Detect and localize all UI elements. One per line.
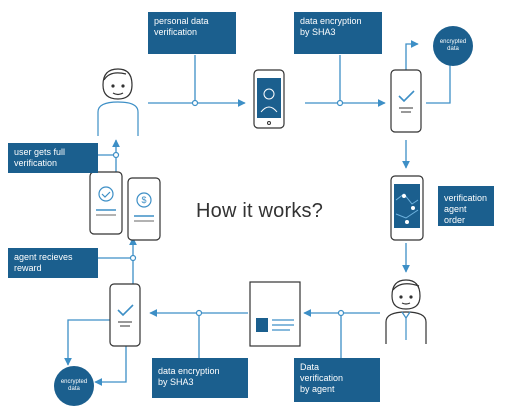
label-data-verification-by-agent: Data verification by agent bbox=[294, 358, 380, 402]
user-icon bbox=[97, 68, 139, 136]
phone-check-bottom-icon bbox=[109, 283, 141, 347]
connector-to-encrypted-top bbox=[426, 57, 454, 104]
encrypted-data-top-circle: encrypted data bbox=[433, 26, 473, 66]
connector-to-encrypted-bottom bbox=[94, 344, 127, 386]
label-data-encryption-top: data encryption by SHA3 bbox=[294, 12, 382, 54]
document-id-icon bbox=[249, 281, 301, 347]
label-agent-reward: agent recieves reward bbox=[8, 248, 98, 278]
connector-down-to-encrypted bbox=[64, 319, 110, 366]
connector-up-to-encrypted bbox=[405, 40, 419, 70]
phone-check-icon bbox=[390, 69, 422, 133]
label-personal-data-verification: personal data verification bbox=[148, 12, 236, 54]
diagram-title: How it works? bbox=[196, 200, 324, 222]
phone-dollar-icon: $ bbox=[127, 177, 161, 241]
phone-map-icon bbox=[390, 175, 424, 241]
label-user-full-verification: user gets full verification bbox=[8, 143, 98, 173]
phone-check-wallet-icon bbox=[89, 171, 123, 235]
agent-icon bbox=[385, 279, 427, 344]
phone-face-scan-icon bbox=[253, 69, 285, 129]
encrypted-data-bottom-circle: encrypted data bbox=[54, 366, 94, 406]
label-verification-agent-order: verification agent order bbox=[438, 186, 494, 226]
label-data-encryption-bottom: data encryption by SHA3 bbox=[152, 358, 248, 398]
svg-text:$: $ bbox=[141, 195, 146, 205]
